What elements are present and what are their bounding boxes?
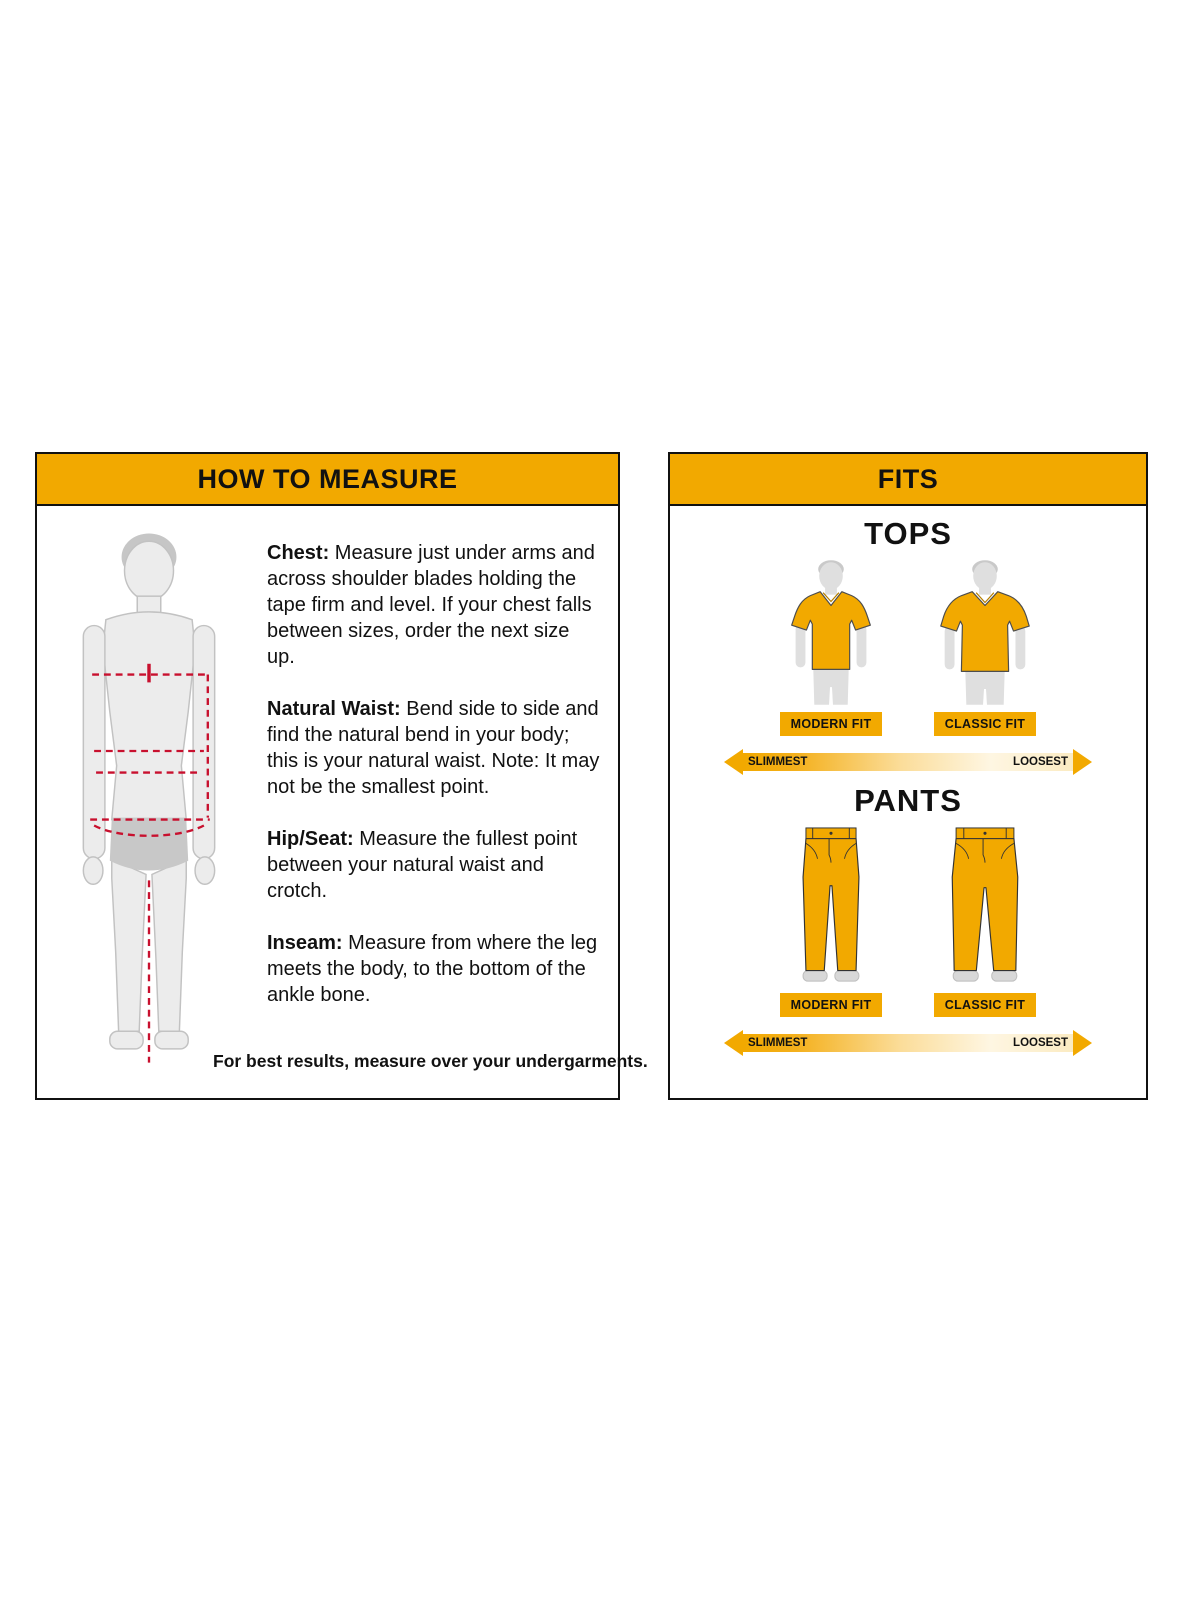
fits-panel: FITS TOPS MODERN FIT: [668, 452, 1148, 1100]
tops-classic-fit-column: CLASSIC FIT: [919, 558, 1051, 736]
how-to-measure-panel: HOW TO MEASURE: [35, 452, 648, 1100]
hip-seat-instruction: Hip/Seat: Measure the fullest point betw…: [267, 826, 602, 904]
natural-waist-text: Bend side to side and find the natural b…: [267, 698, 600, 798]
pants-classic-fit-column: CLASSIC FIT: [919, 823, 1051, 1017]
right-arrow-icon: [1073, 1030, 1092, 1056]
inseam-label: Inseam:: [267, 932, 343, 954]
tops-modern-fit-badge: MODERN FIT: [779, 712, 883, 736]
pants-fit-scale: SLIMMEST LOOSEST: [724, 1030, 1092, 1056]
natural-waist-label: Natural Waist:: [267, 698, 401, 720]
left-arrow-icon: [724, 749, 743, 775]
tops-classic-fit-badge: CLASSIC FIT: [933, 712, 1037, 736]
pants-loosest-label: LOOSEST: [1013, 1037, 1068, 1049]
briefs-shading: [109, 817, 189, 871]
tops-figures-row: MODERN FIT CLASSIC FIT: [765, 558, 1051, 736]
chest-instruction: Chest: Measure just under arms and acros…: [267, 540, 602, 670]
tops-modern-fit-column: MODERN FIT: [765, 558, 897, 736]
measurement-figure-column: [37, 506, 255, 1098]
fits-body: TOPS MODERN FIT: [668, 506, 1148, 1100]
hip-seat-label: Hip/Seat:: [267, 828, 354, 850]
tops-loosest-label: LOOSEST: [1013, 756, 1068, 768]
tshirt-classic-fit-figure: [940, 560, 1030, 705]
pants-classic-fit-badge: CLASSIC FIT: [933, 993, 1037, 1017]
tshirt-modern-fit-figure: [791, 560, 871, 705]
pants-classic-fit-figure: [951, 827, 1019, 982]
pants-modern-fit-column: MODERN FIT: [765, 823, 897, 1017]
chest-label: Chest:: [267, 542, 330, 564]
tops-scale-bar: SLIMMEST LOOSEST: [743, 753, 1073, 771]
male-measurement-figure-illustration: [82, 533, 216, 1063]
natural-waist-instruction: Natural Waist: Bend side to side and fin…: [267, 696, 602, 800]
tops-fit-scale: SLIMMEST LOOSEST: [724, 749, 1092, 775]
pants-modern-fit-badge: MODERN FIT: [779, 993, 883, 1017]
inseam-text: Measure from where the leg meets the bod…: [267, 932, 598, 1006]
measure-instructions: Chest: Measure just under arms and acros…: [255, 506, 618, 1098]
tops-title: TOPS: [864, 516, 952, 551]
right-arrow-icon: [1073, 749, 1092, 775]
inseam-instruction: Inseam: Measure from where the leg meets…: [267, 930, 602, 1008]
left-arrow-icon: [724, 1030, 743, 1056]
pants-modern-fit-figure: [802, 827, 860, 982]
chest-text: Measure just under arms and across shoul…: [267, 542, 595, 668]
pants-slimmest-label: SLIMMEST: [748, 1037, 808, 1049]
how-to-measure-header: HOW TO MEASURE: [35, 452, 620, 506]
fits-header: FITS: [668, 452, 1148, 506]
measure-footnote: For best results, measure over your unde…: [213, 1051, 648, 1071]
tops-slimmest-label: SLIMMEST: [748, 756, 808, 768]
pants-title: PANTS: [854, 783, 962, 818]
pants-figures-row: MODERN FIT CLASSIC: [765, 823, 1051, 1017]
hip-seat-text: Measure the fullest point between your n…: [267, 828, 578, 902]
measurement-lines: [90, 673, 210, 1063]
pants-scale-bar: SLIMMEST LOOSEST: [743, 1034, 1073, 1052]
how-to-measure-body: Chest: Measure just under arms and acros…: [35, 506, 648, 1100]
